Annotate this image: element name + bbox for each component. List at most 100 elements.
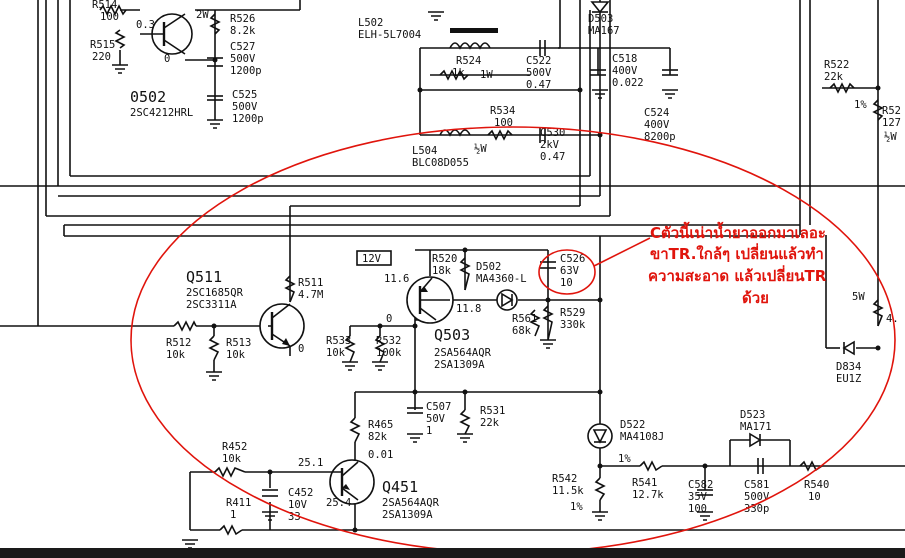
svg-text:500V: 500V xyxy=(230,53,256,65)
junction-dots xyxy=(211,57,881,533)
svg-text:220: 220 xyxy=(92,51,111,63)
svg-text:D523: D523 xyxy=(740,409,765,421)
svg-text:½W: ½W xyxy=(884,131,897,143)
component-labels: R514 100 0.3 2W R526 8.2k C527 500V 1200… xyxy=(90,0,901,523)
svg-text:C524: C524 xyxy=(644,107,669,119)
svg-text:0.47: 0.47 xyxy=(526,79,551,91)
svg-text:5W: 5W xyxy=(852,291,865,303)
svg-text:D834: D834 xyxy=(836,361,861,373)
svg-text:1W: 1W xyxy=(480,69,493,81)
svg-text:BLC08D055: BLC08D055 xyxy=(412,157,469,169)
svg-text:1: 1 xyxy=(230,509,236,521)
svg-text:18k: 18k xyxy=(432,265,452,277)
capacitor-highlight-circle xyxy=(538,249,596,295)
svg-text:C527: C527 xyxy=(230,41,255,53)
svg-text:10: 10 xyxy=(560,277,573,289)
svg-text:0: 0 xyxy=(386,313,392,325)
svg-text:35V: 35V xyxy=(688,491,708,503)
transistor-q451 xyxy=(320,459,375,505)
svg-text:R511: R511 xyxy=(298,277,323,289)
svg-text:330p: 330p xyxy=(744,503,769,515)
svg-text:R452: R452 xyxy=(222,441,247,453)
resistors xyxy=(99,4,884,536)
svg-text:400V: 400V xyxy=(644,119,670,131)
label-q502: 0502 xyxy=(130,88,166,106)
svg-text:D502: D502 xyxy=(476,261,501,273)
svg-text:R561: R561 xyxy=(512,313,537,325)
svg-text:R526: R526 xyxy=(230,13,255,25)
svg-text:C507: C507 xyxy=(426,401,451,413)
svg-text:D522: D522 xyxy=(620,419,645,431)
svg-text:4.: 4. xyxy=(886,313,899,325)
svg-text:2SA564AQR: 2SA564AQR xyxy=(382,497,440,509)
svg-text:D503: D503 xyxy=(588,13,613,25)
label-r514: R514 xyxy=(92,0,117,11)
svg-text:0: 0 xyxy=(298,343,304,355)
svg-text:R513: R513 xyxy=(226,337,251,349)
svg-text:12.7k: 12.7k xyxy=(632,489,664,501)
bottom-edge-strip xyxy=(0,548,905,558)
svg-text:8.2k: 8.2k xyxy=(230,25,256,37)
svg-text:1200p: 1200p xyxy=(230,65,262,77)
svg-text:1k: 1k xyxy=(452,67,465,79)
svg-text:2SC4212HRL: 2SC4212HRL xyxy=(130,107,193,119)
svg-text:R541: R541 xyxy=(632,477,657,489)
svg-text:MA4108J: MA4108J xyxy=(620,431,664,443)
svg-text:R534: R534 xyxy=(490,105,515,117)
svg-text:11.8: 11.8 xyxy=(456,303,481,315)
svg-text:1: 1 xyxy=(426,425,432,437)
svg-text:0: 0 xyxy=(164,53,170,65)
svg-text:2SC3311A: 2SC3311A xyxy=(186,299,237,311)
svg-text:63V: 63V xyxy=(560,265,580,277)
svg-text:500V: 500V xyxy=(744,491,770,503)
svg-text:500V: 500V xyxy=(232,101,258,113)
svg-text:R52: R52 xyxy=(882,105,901,117)
svg-text:0.3: 0.3 xyxy=(136,19,155,31)
annotation-line-4: ด้วย xyxy=(742,289,769,307)
svg-text:4.7M: 4.7M xyxy=(298,289,323,301)
svg-text:1%: 1% xyxy=(854,99,867,111)
svg-text:½W: ½W xyxy=(474,143,487,155)
svg-text:127: 127 xyxy=(882,117,901,129)
svg-text:100: 100 xyxy=(494,117,513,129)
annotation-line-1: Cตัวนี้เน่าน้ำยาออกมาเลอะ xyxy=(650,221,826,242)
svg-text:2SA564AQR: 2SA564AQR xyxy=(434,347,492,359)
svg-text:10: 10 xyxy=(808,491,821,503)
label-q451: Q451 xyxy=(382,478,418,496)
svg-text:ELH-5L7004: ELH-5L7004 xyxy=(358,29,421,41)
svg-text:2SA1309A: 2SA1309A xyxy=(382,509,433,521)
svg-text:11.5k: 11.5k xyxy=(552,485,584,497)
svg-text:100: 100 xyxy=(688,503,707,515)
svg-text:MA4360-L: MA4360-L xyxy=(476,273,527,285)
svg-text:10k: 10k xyxy=(166,349,186,361)
diodes xyxy=(496,1,855,449)
svg-text:2kV: 2kV xyxy=(540,139,560,151)
svg-text:10k: 10k xyxy=(222,453,242,465)
svg-text:500V: 500V xyxy=(526,67,552,79)
svg-text:R533: R533 xyxy=(326,335,351,347)
svg-text:R520: R520 xyxy=(432,253,457,265)
svg-text:R465: R465 xyxy=(368,419,393,431)
svg-text:C582: C582 xyxy=(688,479,713,491)
svg-text:1200p: 1200p xyxy=(232,113,264,125)
label-q503: Q503 xyxy=(434,326,470,344)
voltage-box xyxy=(356,250,392,266)
annotation-line-2: ขาTR.ใกล้ๆ เปลี่ยนแล้วทำ xyxy=(650,243,824,263)
svg-text:2SA1309A: 2SA1309A xyxy=(434,359,485,371)
svg-text:22k: 22k xyxy=(480,417,500,429)
svg-text:C518: C518 xyxy=(612,53,637,65)
svg-text:R532: R532 xyxy=(376,335,401,347)
svg-text:10k: 10k xyxy=(326,347,346,359)
svg-text:C526: C526 xyxy=(560,253,585,265)
svg-text:11.6: 11.6 xyxy=(384,273,409,285)
wiring xyxy=(0,0,905,531)
svg-text:10k: 10k xyxy=(226,349,246,361)
svg-text:1%: 1% xyxy=(618,453,631,465)
svg-text:12V: 12V xyxy=(362,253,382,265)
inductors xyxy=(439,28,498,137)
svg-text:25.4: 25.4 xyxy=(326,497,351,509)
capacitors xyxy=(207,40,764,497)
svg-text:25.1: 25.1 xyxy=(298,457,323,469)
transistor-q503 xyxy=(406,276,454,324)
